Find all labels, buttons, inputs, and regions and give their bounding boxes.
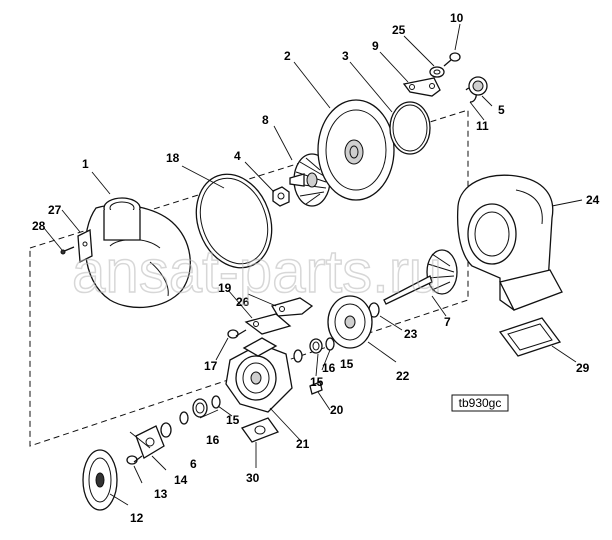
callout-15c: 15 [226, 413, 240, 427]
thrust-bearing [135, 425, 165, 459]
reference-code-box: tb930gc [451, 394, 509, 412]
gasket [240, 417, 280, 443]
clamp-plate [244, 313, 292, 335]
screw [126, 455, 143, 465]
retaining-ring [293, 349, 303, 363]
seal-ring [160, 422, 172, 438]
callout-27: 27 [48, 203, 62, 217]
callout-10: 10 [450, 11, 464, 25]
callout-18: 18 [166, 151, 180, 165]
turbine-wheel-shaft [383, 249, 458, 305]
plug [309, 381, 323, 395]
callout-5: 5 [498, 103, 505, 117]
compressor-housing [84, 197, 191, 309]
gasket [498, 317, 562, 357]
callout-19: 19 [218, 281, 232, 295]
turbine-housing [456, 174, 563, 311]
journal-bearing [309, 338, 323, 354]
callout-30: 30 [246, 471, 260, 485]
callout-11: 11 [476, 119, 489, 133]
callout-2: 2 [284, 49, 291, 63]
watermark: ansat-parts.ru [71, 237, 443, 306]
bracket [77, 228, 93, 264]
thrust-collar [82, 449, 118, 511]
retaining-ring [179, 411, 189, 425]
callout-labels: 1 2 3 4 5 6 7 8 9 10 11 12 13 14 15 16 1… [32, 11, 600, 525]
callout-20: 20 [330, 403, 344, 417]
callout-9: 9 [372, 39, 379, 53]
callout-3: 3 [342, 49, 349, 63]
v-band-clamp [195, 173, 273, 269]
reference-code: tb930gc [459, 396, 502, 410]
screw [443, 52, 461, 67]
washer [429, 66, 445, 78]
callout-17: 17 [204, 359, 218, 373]
callout-24: 24 [586, 193, 600, 207]
callout-21: 21 [296, 437, 310, 451]
callout-23: 23 [404, 327, 418, 341]
callout-26: 26 [236, 295, 250, 309]
svg-text:ansat-parts.ru: ansat-parts.ru [72, 238, 442, 305]
leader-lines [43, 23, 583, 506]
lock-plate [402, 77, 441, 97]
callout-12: 12 [130, 511, 144, 525]
callout-7: 7 [444, 315, 451, 329]
callout-15b: 15 [340, 357, 354, 371]
callout-4: 4 [234, 149, 241, 163]
heat-shield [327, 295, 373, 349]
callout-13: 13 [154, 487, 168, 501]
callout-28: 28 [32, 219, 46, 233]
o-ring-large [389, 101, 431, 155]
callout-14: 14 [174, 473, 188, 487]
screw [60, 246, 75, 255]
callout-15a: 15 [310, 375, 324, 389]
callout-29: 29 [576, 361, 590, 375]
retaining-ring [325, 337, 335, 351]
callout-22: 22 [396, 369, 410, 383]
callout-1: 1 [82, 157, 89, 171]
bearing-housing [225, 337, 293, 413]
callout-6: 6 [190, 457, 197, 471]
fitting [468, 76, 488, 96]
retaining-ring [211, 395, 221, 409]
callout-16a: 16 [322, 361, 336, 375]
callout-16b: 16 [206, 433, 220, 447]
screw [227, 329, 247, 339]
callout-8: 8 [262, 113, 269, 127]
journal-bearing [192, 398, 208, 418]
nut [272, 186, 290, 207]
backplate [317, 99, 395, 201]
callout-25: 25 [392, 23, 406, 37]
